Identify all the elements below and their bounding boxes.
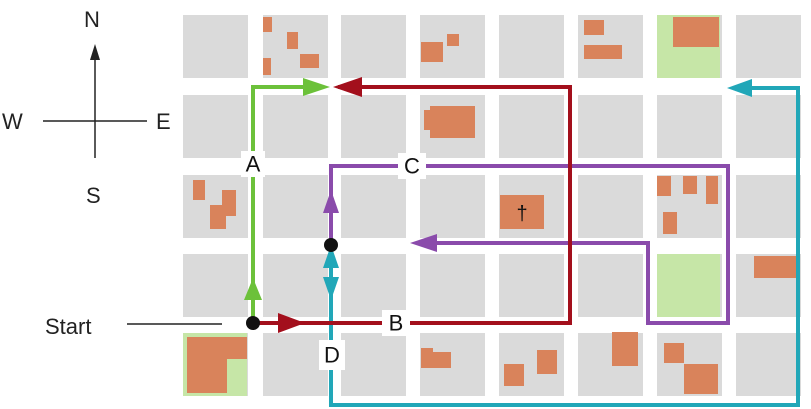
building (430, 106, 475, 138)
city-block (499, 254, 564, 317)
building (433, 352, 451, 368)
building (421, 348, 433, 368)
building (300, 54, 319, 68)
start-point (246, 316, 260, 330)
city-block (736, 15, 801, 78)
city-block (657, 95, 722, 158)
building (664, 343, 684, 363)
route-c-path (329, 164, 730, 325)
building (612, 332, 638, 366)
city-block (183, 254, 248, 317)
building (754, 256, 799, 278)
city-block (341, 175, 406, 238)
building (222, 190, 236, 216)
building (421, 42, 443, 62)
building (500, 195, 544, 229)
city-block (341, 254, 406, 317)
city-block (341, 333, 406, 396)
building (537, 350, 557, 374)
building (683, 176, 697, 194)
city-block (420, 175, 485, 238)
building (263, 17, 272, 32)
route-d-arrow-down-upper (323, 245, 339, 268)
park (657, 254, 720, 317)
route-d-label: D (324, 343, 340, 368)
compass-south: S (86, 183, 101, 208)
start-label: Start (45, 314, 91, 339)
route-b-arrow-east (278, 313, 305, 333)
building (263, 58, 271, 75)
city-block (499, 95, 564, 158)
city-block (183, 15, 248, 78)
city-block (341, 95, 406, 158)
city-block (420, 254, 485, 317)
building (193, 180, 205, 200)
city-blocks (183, 15, 801, 396)
city-block (341, 15, 406, 78)
building (657, 176, 671, 196)
building (584, 20, 604, 35)
map-features (183, 15, 799, 396)
building (706, 176, 718, 204)
building (187, 337, 227, 393)
compass-north: N (84, 7, 100, 32)
building (684, 364, 718, 394)
route-c-arrow-north (323, 190, 339, 213)
route-a-arrow-north (244, 278, 262, 300)
building (584, 45, 622, 59)
route-b-label: B (389, 311, 404, 336)
building (663, 212, 677, 234)
city-block (578, 254, 643, 317)
city-block (578, 95, 643, 158)
city-block (263, 175, 328, 238)
city-block (736, 95, 801, 158)
city-block (736, 175, 801, 238)
route-a-arrow-east (303, 78, 330, 96)
compass-west: W (2, 109, 23, 134)
route-c-arrow-west (410, 234, 437, 252)
building (287, 32, 298, 49)
junction-point (324, 238, 338, 252)
building (673, 17, 719, 47)
route-a-path (251, 85, 318, 323)
compass-north-arrow-icon (90, 44, 100, 60)
building (227, 337, 247, 359)
route-b-path (253, 85, 572, 325)
route-b-label-bg (382, 310, 410, 336)
route-c (323, 164, 730, 325)
route-a (244, 78, 330, 323)
church-symbol: † (516, 203, 527, 225)
route-b-arrow-west (333, 77, 362, 97)
route-a-label: A (246, 152, 261, 177)
route-a-label-bg (241, 151, 265, 177)
route-b (253, 77, 572, 333)
route-d-arrow-down-lower (323, 277, 339, 300)
city-block (736, 333, 801, 396)
compass: N S E W (2, 7, 171, 208)
city-block (263, 95, 328, 158)
city-block (578, 175, 643, 238)
route-c-label: C (404, 154, 420, 179)
compass-east: E (156, 109, 171, 134)
building (447, 34, 459, 46)
route-d-arrow-west (727, 79, 752, 97)
city-block (263, 254, 328, 317)
city-block (499, 15, 564, 78)
route-d-label-bg (319, 340, 345, 370)
city-block (263, 333, 328, 396)
route-c-label-bg (398, 153, 426, 179)
building (504, 364, 524, 386)
city-block (183, 95, 248, 158)
